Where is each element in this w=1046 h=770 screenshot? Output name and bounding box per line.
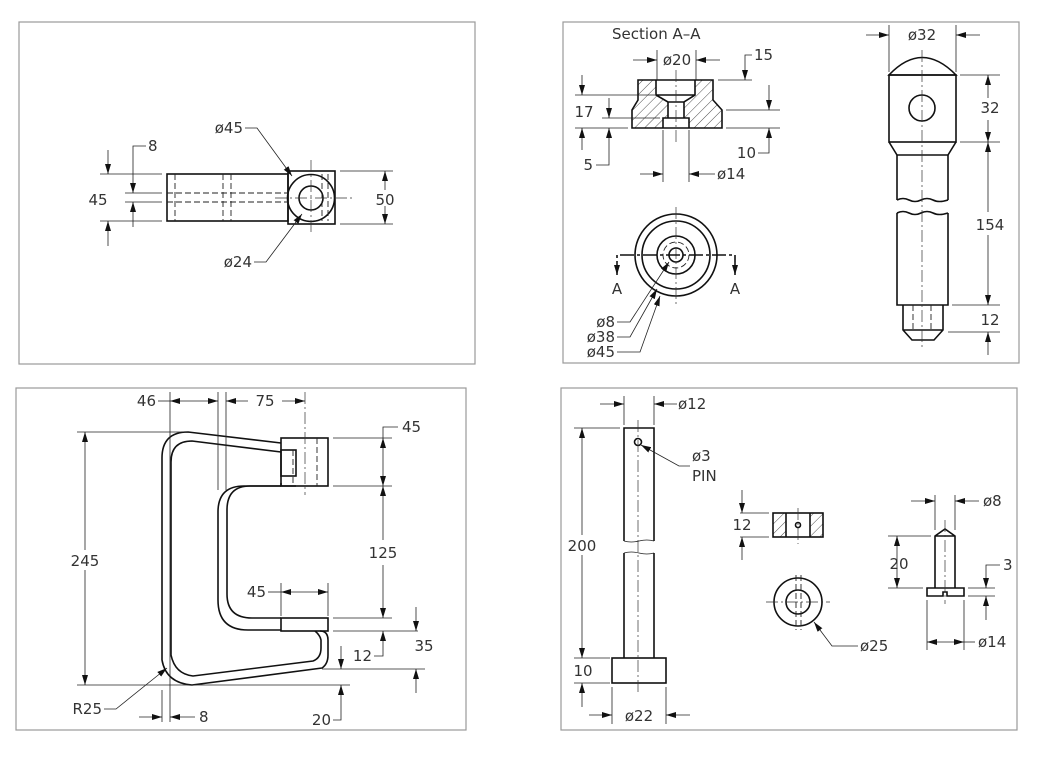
c-frame-dimensions: 46 75 245 45 125 45 12 bbox=[71, 392, 434, 729]
dia-32-label: ø32 bbox=[908, 26, 936, 44]
shaft-view bbox=[887, 50, 958, 350]
panel-frame bbox=[18, 21, 476, 365]
shaft-dimensions: ø32 32 154 12 bbox=[866, 25, 1004, 355]
c-frame-outline bbox=[161, 431, 329, 686]
dim-125-label: 125 bbox=[369, 544, 398, 562]
panel-frame bbox=[562, 21, 1020, 364]
section-mark-left: A bbox=[612, 280, 623, 298]
pin-label: PIN bbox=[692, 467, 717, 485]
dim-154-label: 154 bbox=[976, 216, 1005, 234]
rod-dimensions: ø12 ø3 PIN 200 10 ø22 bbox=[568, 395, 717, 725]
dim-75-label: 75 bbox=[255, 392, 274, 410]
small-pin-view: ø8 20 3 ø14 bbox=[888, 492, 1013, 651]
dia-12-label: ø12 bbox=[678, 395, 706, 413]
washer-views: 12 ø25 bbox=[732, 490, 888, 655]
dia-14-label: ø14 bbox=[978, 633, 1006, 651]
dia-25-label: ø25 bbox=[860, 637, 888, 655]
section-title: Section A–A bbox=[612, 25, 701, 43]
dim-8-label: 8 bbox=[199, 708, 209, 726]
dim-45-top-label: 45 bbox=[402, 418, 421, 436]
dim-20-label: 20 bbox=[312, 711, 331, 729]
dia-24-label: ø24 bbox=[224, 253, 252, 271]
plan-view: A A ø8 ø38 ø45 bbox=[587, 207, 741, 361]
dia-22-label: ø22 bbox=[625, 707, 653, 725]
panel-pin-parts: ø12 ø3 PIN 200 10 ø22 bbox=[560, 387, 1018, 731]
panel-section-and-shaft: Section A–A ø20 15 17 5 bbox=[562, 21, 1020, 364]
dia-45-label: ø45 bbox=[215, 119, 243, 137]
dim-35-label: 35 bbox=[414, 637, 433, 655]
dia-3-label: ø3 bbox=[692, 447, 711, 465]
dim-12-washer-label: 12 bbox=[732, 516, 751, 534]
dim-10-label: 10 bbox=[737, 144, 756, 162]
dia-38-label: ø38 bbox=[587, 328, 615, 346]
dia-14-label: ø14 bbox=[717, 165, 745, 183]
dim-245-label: 245 bbox=[71, 552, 100, 570]
dim-50-label: 50 bbox=[375, 191, 394, 209]
panel-frame bbox=[560, 387, 1018, 731]
dim-45-label: 45 bbox=[88, 191, 107, 209]
section-view bbox=[631, 70, 723, 145]
dia-20-label: ø20 bbox=[663, 51, 691, 69]
dia-8-label: ø8 bbox=[596, 313, 615, 331]
dim-45-lower-label: 45 bbox=[247, 583, 266, 601]
section-dimensions: ø20 15 17 5 10 ø14 bbox=[574, 46, 780, 183]
dim-12-label: 12 bbox=[980, 311, 999, 329]
rod-view bbox=[611, 420, 667, 695]
dim-8-label: 8 bbox=[148, 137, 158, 155]
panel-c-frame: 46 75 245 45 125 45 12 bbox=[15, 387, 467, 731]
dim-32-label: 32 bbox=[980, 99, 999, 117]
dia-8-label: ø8 bbox=[983, 492, 1002, 510]
dim-17-label: 17 bbox=[574, 103, 593, 121]
panel-frame bbox=[15, 387, 467, 731]
radius-25-label: R25 bbox=[72, 700, 102, 718]
dia-45-label: ø45 bbox=[587, 343, 615, 361]
dim-5-label: 5 bbox=[583, 156, 593, 174]
dim-46-label: 46 bbox=[137, 392, 156, 410]
dim-3-label: 3 bbox=[1003, 556, 1013, 574]
dim-15-label: 15 bbox=[754, 46, 773, 64]
dim-200-label: 200 bbox=[568, 537, 597, 555]
dim-10-label: 10 bbox=[573, 662, 592, 680]
part-outline bbox=[166, 160, 352, 235]
dimensions: 8 45 50 ø45 ø24 bbox=[88, 119, 394, 271]
dim-12-label: 12 bbox=[353, 647, 372, 665]
section-mark-right: A bbox=[730, 280, 741, 298]
panel-shackle-top-view: 8 45 50 ø45 ø24 bbox=[18, 21, 476, 365]
dim-20-label: 20 bbox=[889, 555, 908, 573]
